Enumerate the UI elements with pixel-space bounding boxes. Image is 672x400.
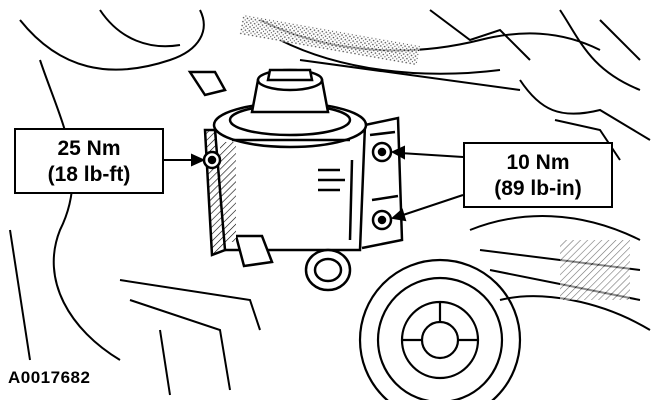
torque-metric-left: 25 Nm: [57, 137, 121, 160]
torque-imperial-right: (89 lb-in): [494, 177, 582, 200]
bracket-hatching: [560, 240, 630, 300]
bolt-right-upper: [371, 141, 393, 163]
torque-callout-right: 10 Nm (89 lb-in): [463, 142, 613, 208]
pulley: [358, 258, 522, 400]
torque-imperial-left: (18 lb-ft): [47, 163, 131, 186]
reservoir-shading: [220, 142, 236, 242]
bolt-right-lower: [371, 209, 393, 231]
fluid-reservoir: [212, 68, 368, 292]
leader-arrows: [164, 145, 464, 222]
hose-texture: [239, 14, 421, 66]
torque-callout-left: 25 Nm (18 lb-ft): [14, 128, 164, 194]
bolt-left: [202, 150, 222, 170]
torque-metric-right: 10 Nm: [506, 151, 570, 174]
figure-id: A0017682: [8, 368, 91, 387]
